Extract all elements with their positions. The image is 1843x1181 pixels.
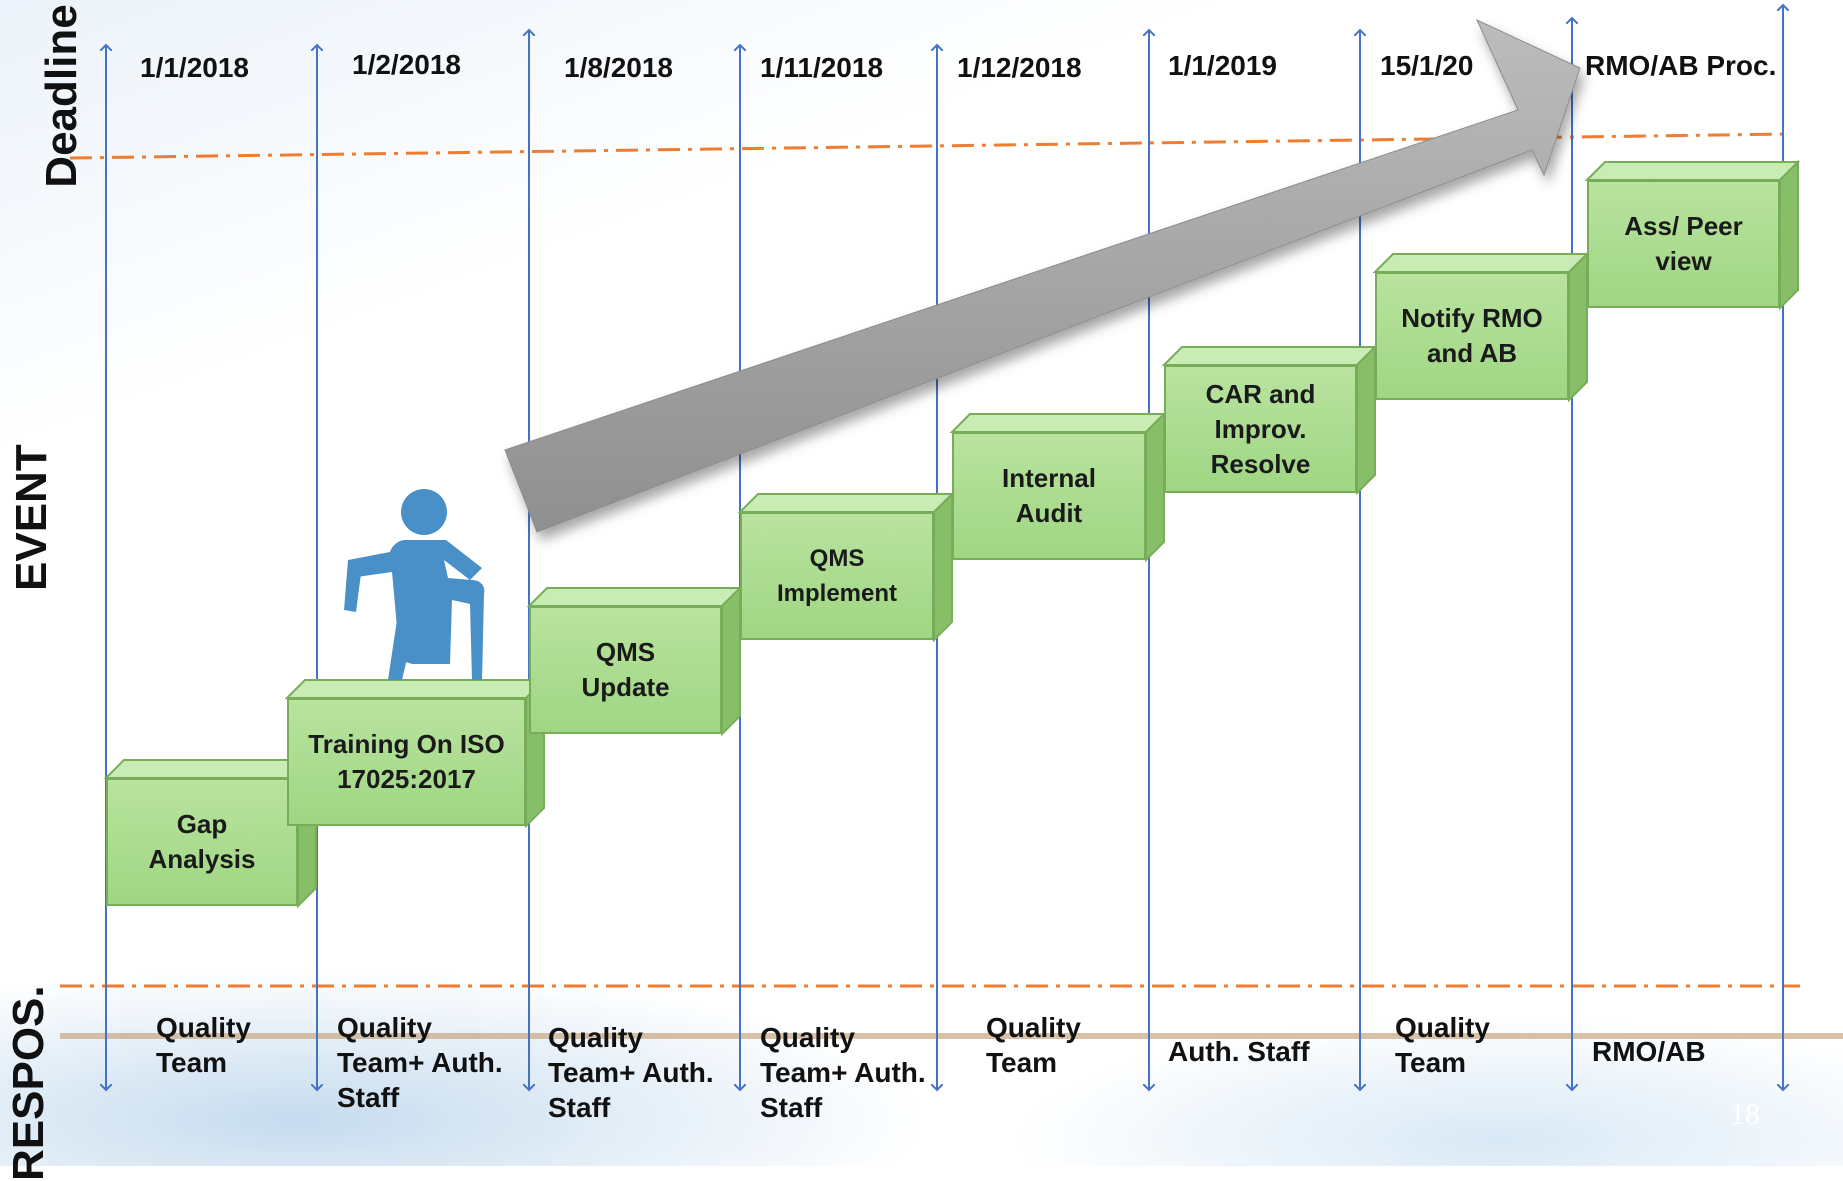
- deadline-date: 1/1/2018: [140, 52, 249, 83]
- step-block-3d: [103, 159, 1801, 909]
- deadline-date: 1/11/2018: [760, 52, 884, 83]
- step-box-notify: Notify RMO and AB: [1375, 272, 1569, 400]
- responsible-label: Quality Team+ Auth. Staff: [548, 1022, 714, 1123]
- deadline-date: RMO/AB Proc.: [1585, 50, 1777, 81]
- step-box-qms-implement: QMS Implement: [740, 512, 934, 640]
- responsible-label: Quality Team: [156, 1012, 251, 1078]
- responsible-label: Quality Team: [986, 1012, 1081, 1078]
- deadline-date: 1/2/2018: [352, 49, 461, 80]
- row-label-deadline: Deadline: [37, 4, 86, 188]
- deadline-date: 15/1/20: [1380, 50, 1474, 81]
- step-box-training: Training On ISO 17025:2017: [287, 698, 526, 826]
- deadline-date: 1/12/2018: [957, 52, 1082, 83]
- step-box-car-improv: CAR and Improv. Resolve: [1164, 365, 1357, 493]
- row-label-responsible: RESPOS.: [4, 985, 53, 1181]
- step-box-gap-analysis: Gap Analysis: [106, 778, 298, 906]
- responsible-label: Auth. Staff: [1168, 1036, 1310, 1067]
- responsible-label: Quality Team+ Auth. Staff: [337, 1012, 503, 1113]
- big-progress-arrow: [504, 18, 1581, 533]
- walking-person-icon: [344, 489, 485, 680]
- deadline-date: 1/1/2019: [1168, 50, 1277, 81]
- deadline-date: 1/8/2018: [564, 52, 673, 83]
- responsible-label: Quality Team+ Auth. Staff: [760, 1022, 926, 1123]
- step-box-qms-update: QMS Update: [529, 606, 722, 734]
- page-number: 18: [1730, 1098, 1760, 1131]
- row-label-event: EVENT: [7, 444, 56, 591]
- step-box-assessment: Ass/ Peer view: [1587, 180, 1780, 308]
- responsible-label: Quality Team: [1395, 1012, 1490, 1078]
- step-box-internal-audit: Internal Audit: [952, 432, 1146, 560]
- responsible-label: RMO/AB: [1592, 1036, 1706, 1067]
